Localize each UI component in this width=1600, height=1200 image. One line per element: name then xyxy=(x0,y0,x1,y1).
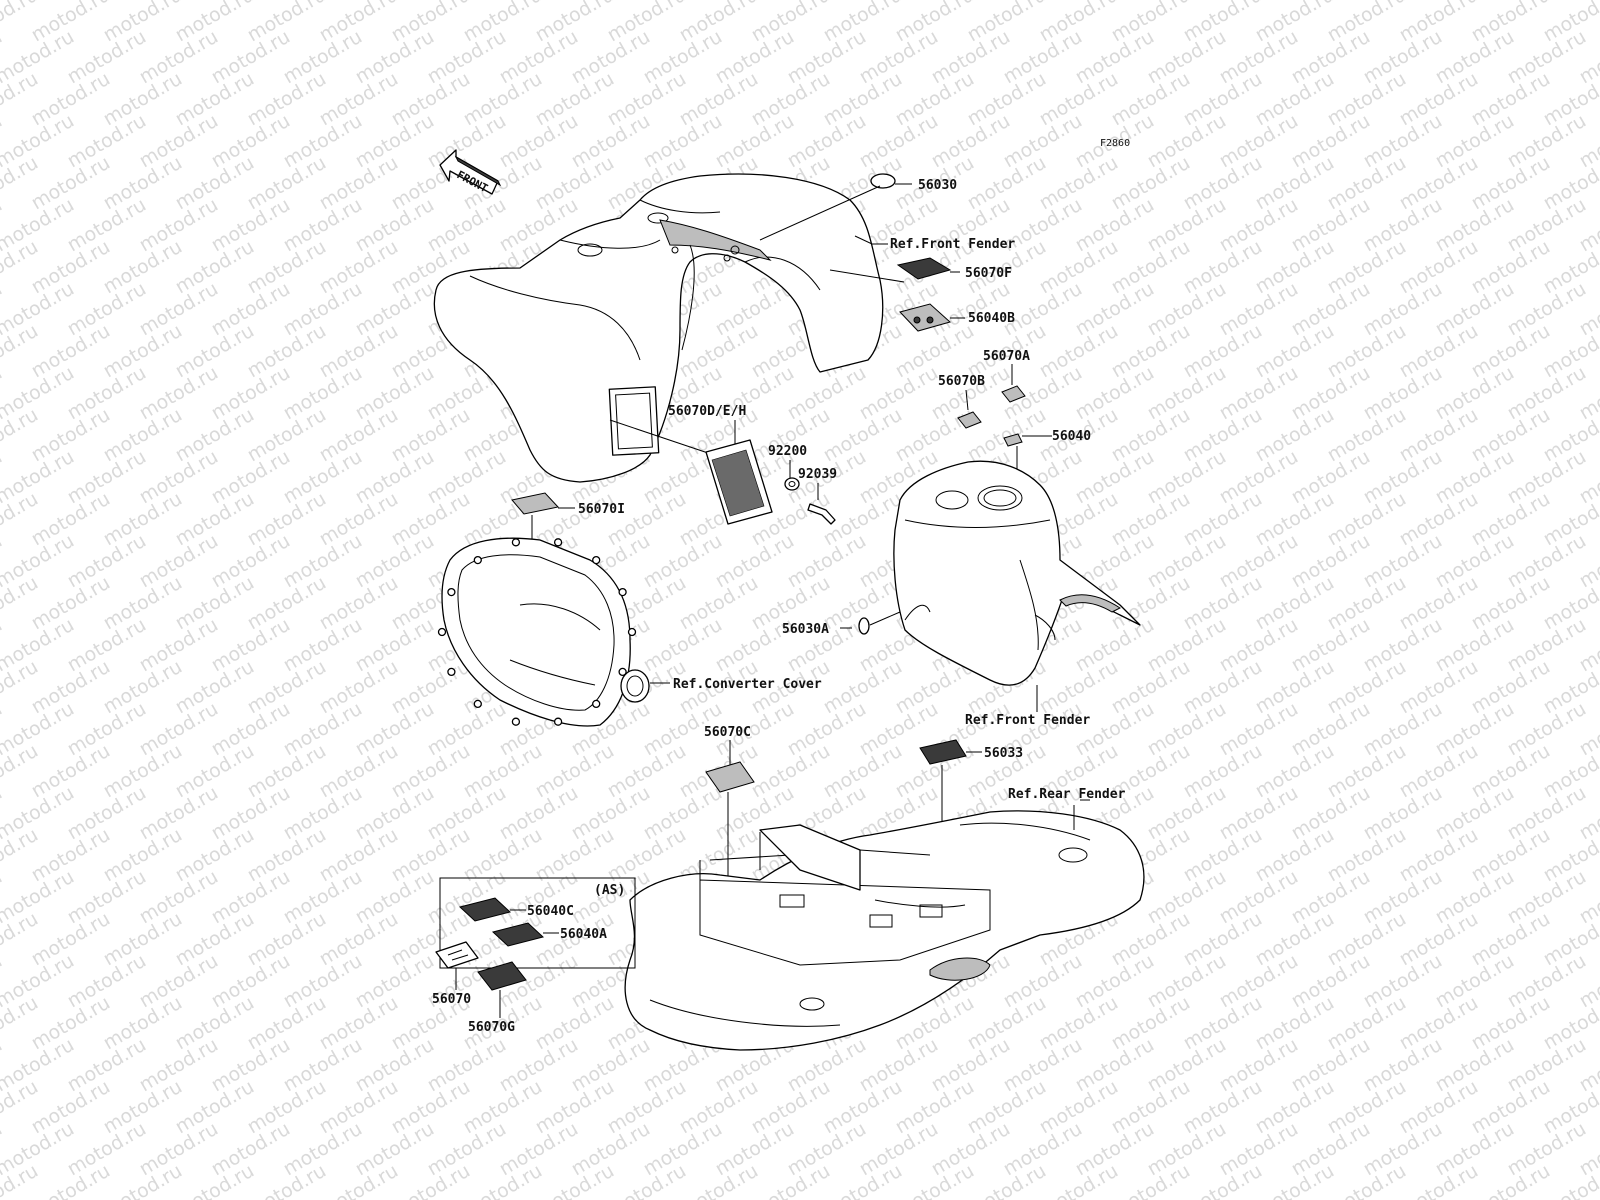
decal-56070DEH xyxy=(705,439,773,525)
watermark-text: motod.ru xyxy=(1576,0,1600,4)
decal-56070F xyxy=(896,257,952,280)
figure-code: F2860 xyxy=(1100,138,1130,149)
decal-56040 xyxy=(1003,433,1023,447)
decal-56040B xyxy=(899,303,952,332)
decal-56070G xyxy=(477,961,527,991)
bolt-icon xyxy=(627,627,637,637)
bolt-icon xyxy=(592,699,601,709)
decal-56033 xyxy=(919,739,967,765)
as-group-box xyxy=(439,877,636,969)
decal-56040C xyxy=(458,897,512,922)
converter-cover-part xyxy=(437,537,650,727)
decal-56070B xyxy=(957,411,982,429)
label-56070C: 56070C xyxy=(704,725,751,740)
bolt-icon xyxy=(473,699,482,709)
bolt-icon xyxy=(618,667,627,677)
label-56040C: 56040C xyxy=(527,904,574,919)
bolt-icon xyxy=(592,555,601,565)
rear-fender-part xyxy=(624,810,1145,1051)
decal-56070A xyxy=(1001,385,1026,403)
bolt-icon xyxy=(553,717,563,726)
bolt-icon xyxy=(553,538,563,547)
bolt-icon xyxy=(511,538,521,547)
label-ref-front-fender-mid: Ref.Front Fender xyxy=(965,713,1090,728)
label-ref-converter-cover: Ref.Converter Cover xyxy=(673,677,822,692)
bolt-icon xyxy=(447,667,456,677)
label-92039: 92039 xyxy=(798,467,837,482)
rivet-92039 xyxy=(807,503,836,525)
decal-56070C xyxy=(705,761,755,793)
label-56070I: 56070I xyxy=(578,502,625,517)
front-arrow-icon: FRONT xyxy=(439,149,502,195)
bolt-icon xyxy=(473,555,482,565)
label-56030A: 56030A xyxy=(782,622,829,637)
label-56070F: 56070F xyxy=(965,266,1012,281)
label-56070B: 56070B xyxy=(938,374,985,389)
decal-56070 xyxy=(435,941,479,969)
label-92200: 92200 xyxy=(768,444,807,459)
bolt-icon xyxy=(447,587,456,597)
label-56040: 56040 xyxy=(1052,429,1091,444)
label-56070DEH: 56070D/E/H xyxy=(668,404,746,419)
label-56070: 56070 xyxy=(432,992,471,1007)
decal-56040A xyxy=(491,922,545,947)
decal-56070I xyxy=(511,492,559,515)
label-56070A: 56070A xyxy=(983,349,1030,364)
bolt-icon xyxy=(511,717,521,726)
label-56033: 56033 xyxy=(984,746,1023,761)
bolt-icon xyxy=(618,587,627,597)
label-56040B: 56040B xyxy=(968,311,1015,326)
bolt-icon xyxy=(437,627,447,637)
converter-bolts xyxy=(437,538,637,726)
washer-92200 xyxy=(784,477,800,491)
label-56070G: 56070G xyxy=(468,1020,515,1035)
label-ref-rear-fender: Ref.Rear Fender xyxy=(1008,787,1126,802)
label-56030: 56030 xyxy=(918,178,957,193)
label-ref-front-fender-top: Ref.Front Fender xyxy=(890,237,1015,252)
label-56040A: 56040A xyxy=(560,927,607,942)
cap-56030 xyxy=(870,173,896,189)
front-fender-mid-part xyxy=(893,460,1141,686)
label-as: (AS) xyxy=(594,883,625,898)
front-fender-upper-part xyxy=(433,173,884,483)
cap-56030A xyxy=(858,617,870,635)
